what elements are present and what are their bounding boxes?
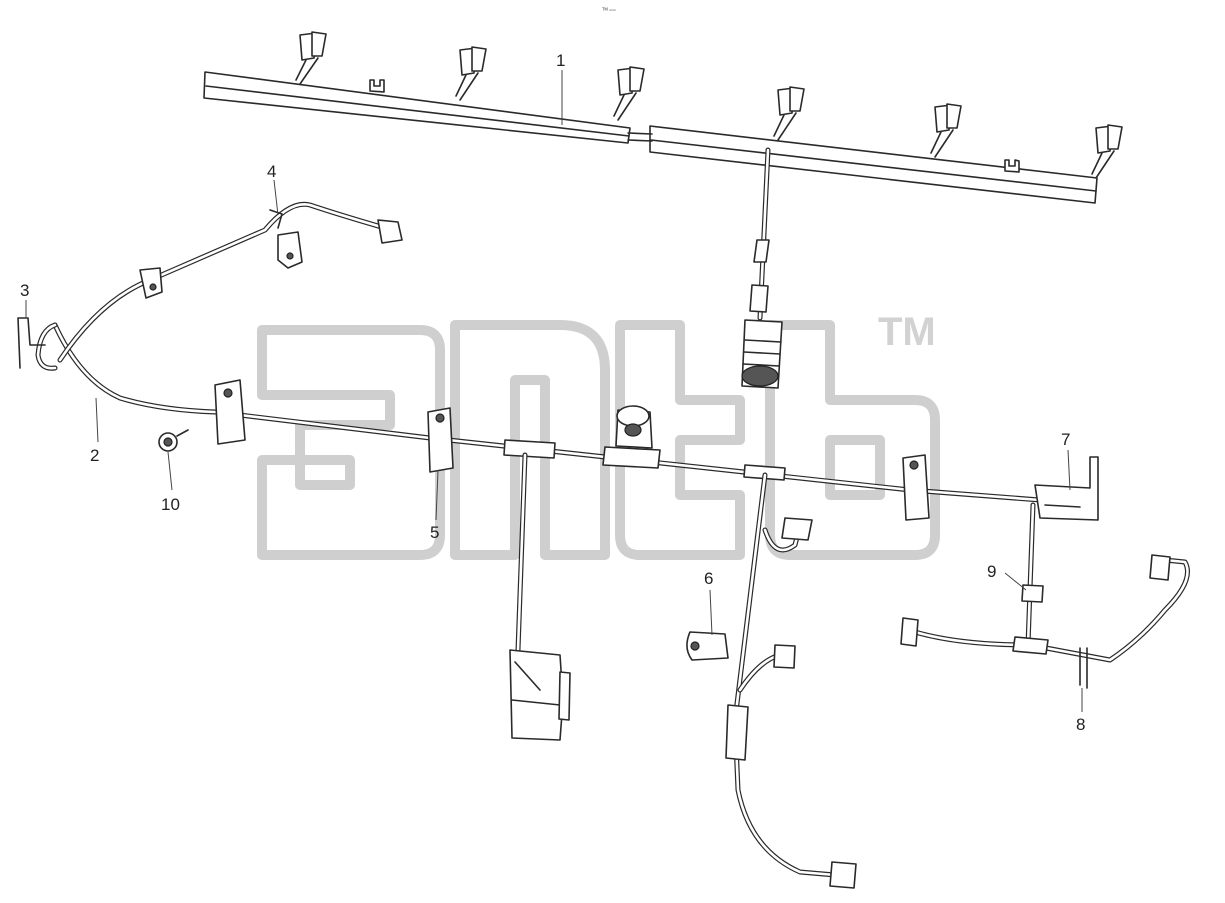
- callout-10: 10: [161, 495, 180, 514]
- injector-clip-3: [613, 66, 645, 121]
- round-connector: [741, 319, 783, 389]
- trademark-symbol: TM: [878, 310, 936, 354]
- callout-1: 1: [556, 51, 565, 70]
- callout-6: 6: [704, 569, 713, 588]
- callout-5: 5: [430, 523, 439, 542]
- block-connector: [509, 649, 571, 741]
- injector-clip-1: [295, 31, 327, 85]
- callout-3: 3: [20, 281, 29, 300]
- header-caption: ᵀᴹ ▫▫▫: [602, 7, 616, 14]
- callout-9: 9: [987, 562, 996, 581]
- injector-clip-4: [773, 86, 805, 141]
- callout-2: 2: [90, 446, 99, 465]
- injector-clip-5: [930, 103, 962, 158]
- callout-8: 8: [1076, 715, 1085, 734]
- bolt: [158, 429, 189, 452]
- injector-harness-rail: [203, 31, 1123, 389]
- grommet: [615, 405, 653, 449]
- leader-lines: [25, 70, 1083, 712]
- callout-7: 7: [1061, 430, 1070, 449]
- callouts: 1 2 3 4 5 6 7 8 9 10: [20, 51, 1085, 734]
- main-harness: [17, 201, 1190, 889]
- injector-clip-6: [1091, 124, 1123, 179]
- injector-clip-2: [455, 46, 487, 101]
- callout-4: 4: [267, 162, 276, 181]
- watermark-logo: TM: [257, 310, 940, 560]
